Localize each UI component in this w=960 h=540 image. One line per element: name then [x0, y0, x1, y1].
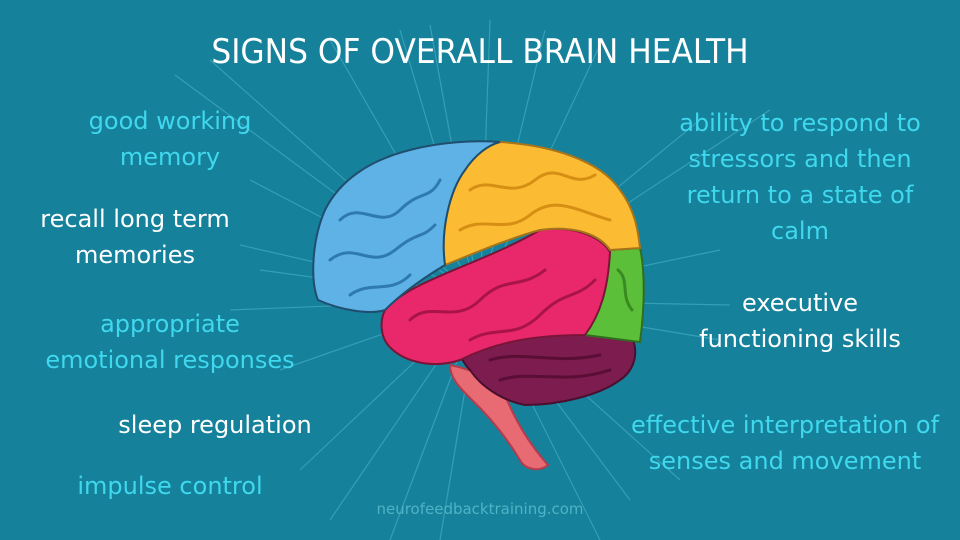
- label-sleep-regulation: sleep regulation: [118, 411, 312, 439]
- frontal-lobe-shape: [312, 140, 501, 313]
- label-good-working-memory: good working memory: [88, 107, 252, 171]
- page-title: SIGNS OF OVERALL BRAIN HEALTH: [211, 32, 749, 72]
- temporal-lobe-shape: [380, 227, 612, 366]
- label-impulse-control: impulse control: [77, 472, 263, 500]
- footer-website: neurofeedbacktraining.com: [376, 500, 584, 518]
- label-recall-long-term-memories: recall long term memories: [40, 205, 230, 269]
- label-stress-response: ability to respond to stressors and then…: [679, 109, 921, 245]
- label-appropriate-emotional-responses: appropriate emotional responses: [45, 310, 295, 374]
- label-executive-functioning: executive functioning skills: [699, 289, 901, 353]
- brain-illustration: [312, 140, 645, 471]
- label-sensory-interpretation: effective interpretation of senses and m…: [630, 411, 940, 475]
